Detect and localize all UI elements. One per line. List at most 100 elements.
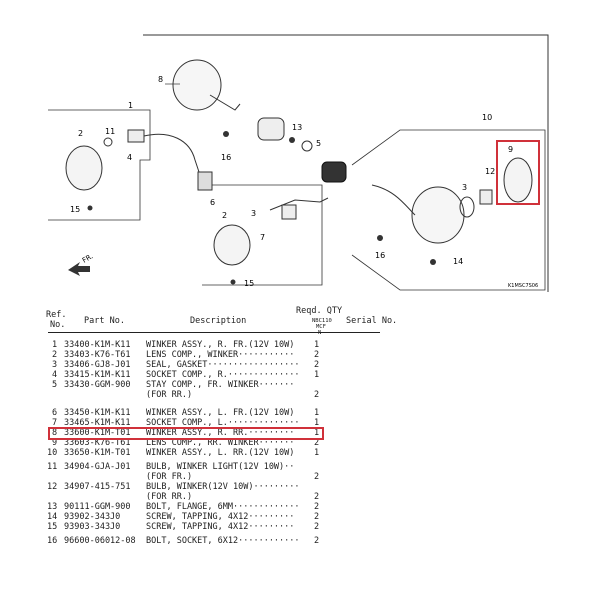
parts-diagram: 8 1 2 11 4 6 16 13 5 15 7 2 3 15 10 9 12… [48,34,549,292]
part-no-cell: 33600-K1M-T01 [64,428,131,438]
description-cell: BOLT, SOCKET, 6X12············ [146,536,300,546]
ref-no-cell: 1 [52,340,58,350]
qty-cell: 2 [314,350,320,360]
part-no-cell: 33400-K1M-K11 [64,340,131,350]
description-header: Description [190,316,247,326]
callout-9: 9 [508,145,513,154]
ref-no-cell: 3 [52,360,58,370]
description-cell: BULB, WINKER(12V 10W)········· [146,482,300,492]
table-row: 16 96600-06012-08 BOLT, SOCKET, 6X12······… [0,536,600,546]
callout-15: 15 [70,205,80,214]
table-row: 11 34904-GJA-J01 BULB, WINKER LIGHT(12V 10… [0,462,600,472]
description-cell: SEAL, GASKET·················· [146,360,300,370]
description-cell: LENS COMP., RR. WINKER······· [146,438,295,448]
model-header: NBC110 [312,318,332,324]
ref-no-cell: 4 [52,370,58,380]
ref-no-cell: 2 [52,350,58,360]
table-row: 2 33403-K76-T61 LENS COMP., WINKER········… [0,350,600,360]
part-no-header: Part No. [84,316,125,326]
table-row: (FOR FR.) 2 [0,472,600,482]
callout-10: 10 [482,113,492,122]
description-cell: WINKER ASSY., L. FR.(12V 10W) [146,408,295,418]
direction-label: FR. [81,252,94,264]
part-no-cell: 33430-GGM-900 [64,380,131,390]
callout-12: 12 [485,167,495,176]
part-no-cell: 33403-K76-T61 [64,350,131,360]
part-no-cell: 93903-343J0 [64,522,121,532]
callout-7: 7 [260,233,265,242]
ref-no-cell: 11 [47,462,58,472]
callout-3b: 3 [462,183,467,192]
callout-4: 4 [127,153,132,162]
qty-cell: 2 [314,390,320,400]
callout-8: 8 [158,75,163,84]
qty-cell: 1 [314,340,320,350]
callout-13: 13 [292,123,302,132]
table-row: 8 33600-K1M-T01 WINKER ASSY., R. RR.······… [0,428,600,438]
serial-no-header: Serial No. [346,316,398,326]
callout-14: 14 [453,257,463,266]
part-no-cell: 33650-K1M-T01 [64,448,131,458]
description-cell: (FOR FR.) [146,472,193,482]
part-no-cell: 96600-06012-08 [64,536,136,546]
qty-cell: 2 [314,512,320,522]
callout-3: 3 [251,209,256,218]
ref-header-1: Ref. [46,310,67,320]
callout-5: 5 [316,139,321,148]
table-row: 10 33650-K1M-T01 WINKER ASSY., L. RR.(12V … [0,448,600,458]
callout-6: 6 [210,198,215,207]
description-cell: SCREW, TAPPING, 4X12········· [146,522,295,532]
ref-no-cell: 13 [47,502,58,512]
ref-no-cell: 9 [52,438,58,448]
qty-cell: 2 [314,536,320,546]
qty-cell: 1 [314,448,320,458]
table-row: 9 33603-K76-T61 LENS COMP., RR. WINKER····… [0,438,600,448]
description-cell: (FOR RR.) [146,492,193,502]
qty-cell: 1 [314,428,320,438]
qty-cell: 2 [314,472,320,482]
description-cell: BOLT, FLANGE, 6MM············· [146,502,300,512]
model-sub-header: MCF [316,324,326,330]
part-no-cell: 33450-K1M-K11 [64,408,131,418]
description-cell: SOCKET COMP., L.·············· [146,418,300,428]
description-cell: (FOR RR.) [146,390,193,400]
ref-header-2: No. [50,320,66,330]
ref-no-cell: 16 [47,536,58,546]
ref-no-cell: 8 [52,428,58,438]
qty-cell: 2 [314,360,320,370]
description-cell: WINKER ASSY., L. RR.(12V 10W) [146,448,295,458]
qty-cell: 1 [314,418,320,428]
part-no-cell: 33603-K76-T61 [64,438,131,448]
ref-no-cell: 12 [47,482,58,492]
description-cell: LENS COMP., WINKER··········· [146,350,295,360]
description-cell: WINKER ASSY., R. RR.········· [146,428,295,438]
highlight-row-9 [48,427,324,440]
ref-no-cell: 10 [47,448,58,458]
part-no-cell: 33415-K1M-K11 [64,370,131,380]
table-row: (FOR RR.)2 [0,492,600,502]
qty-cell: 2 [314,522,320,532]
table-row: 12 34907-415-751 BULB, WINKER(12V 10W)····… [0,482,600,492]
part-no-cell: 34904-GJA-J01 [64,462,131,472]
part-no-cell: 33465-K1M-K11 [64,418,131,428]
description-cell: BULB, WINKER LIGHT(12V 10W)·· [146,462,295,472]
table-row: (FOR RR.) 2 [0,390,600,400]
qty-cell: 1 [314,370,320,380]
part-no-cell: 34907-415-751 [64,482,131,492]
model-n-header: N [318,330,322,336]
ref-no-cell: 14 [47,512,58,522]
qty-cell: 1 [314,408,320,418]
reqd-qty-header: Reqd. QTY [296,306,343,316]
callout-2: 2 [78,129,83,138]
callout-16b: 16 [375,251,385,260]
exploded-view-drawing: 8 1 2 11 4 6 16 13 5 15 7 2 3 15 10 9 12… [48,34,549,292]
